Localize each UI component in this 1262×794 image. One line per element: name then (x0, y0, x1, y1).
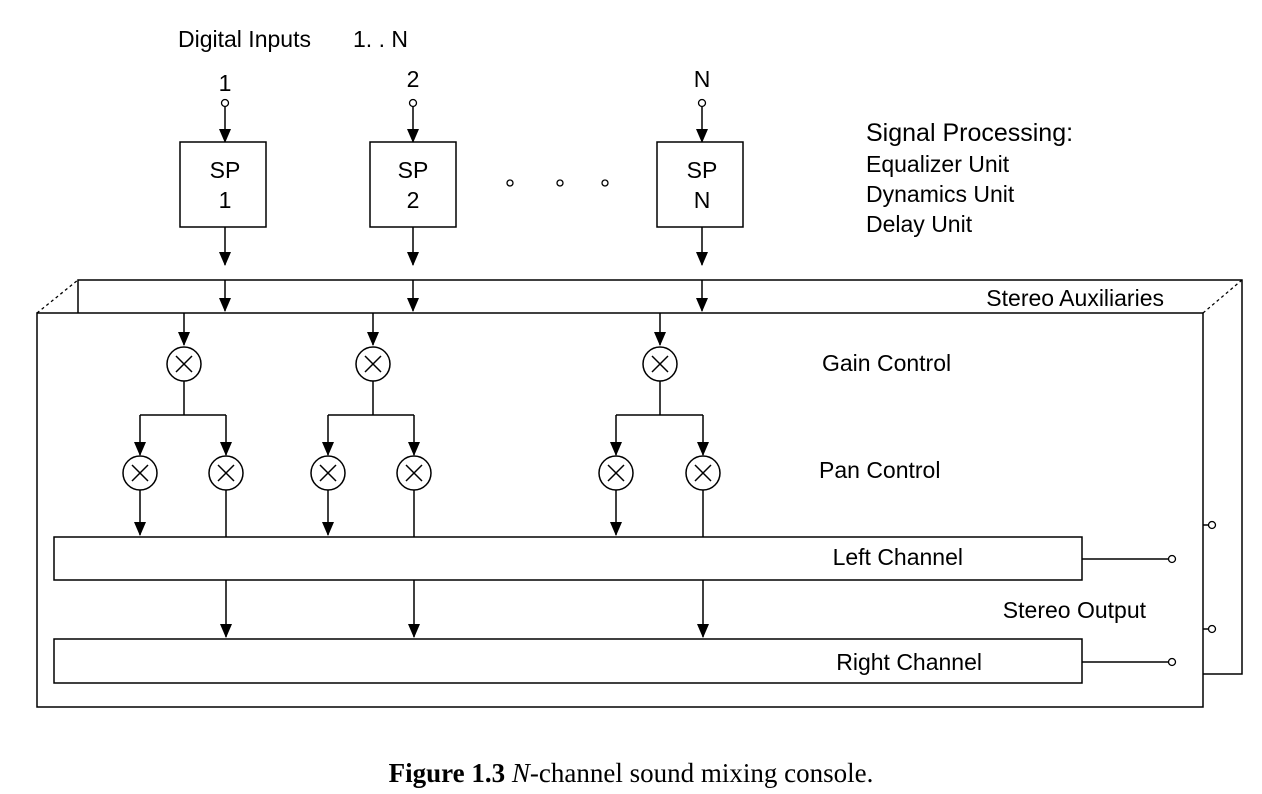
pan-multiplier-n-right (685, 455, 721, 491)
sp-box-1-label: SP (210, 157, 241, 183)
sp-box-2 (369, 141, 457, 228)
signal-processing-title: Signal Processing: (866, 119, 1073, 147)
sp-box-n-number: N (694, 187, 711, 213)
ellipsis-dots (506, 179, 609, 187)
sp-box-1 (179, 141, 267, 228)
digital-inputs-label: Digital Inputs (178, 26, 311, 52)
gain-multiplier-n (642, 346, 678, 382)
sp-output-arrows (219, 227, 708, 312)
digital-inputs-range: 1. . N (353, 26, 408, 52)
input-terminals (219, 98, 708, 143)
gain-feed-arrows (178, 313, 666, 346)
stereo-output-label: Stereo Output (1003, 597, 1147, 623)
sp-box-2-label: SP (398, 157, 429, 183)
equalizer-unit-label: Equalizer Unit (866, 151, 1010, 177)
pan-multiplier-1-left (122, 455, 158, 491)
gain-multiplier-1 (166, 346, 202, 382)
input-label-n: N (694, 66, 711, 92)
pan-multiplier-n-left (598, 455, 634, 491)
caption-italic-n: N (511, 758, 532, 788)
pan-multiplier-2-left (310, 455, 346, 491)
sp-box-2-number: 2 (407, 187, 420, 213)
stereo-auxiliaries-panel (36, 279, 1243, 675)
stereo-auxiliaries-label: Stereo Auxiliaries (986, 285, 1164, 311)
input-label-1: 1 (219, 70, 232, 96)
pan-control-label: Pan Control (819, 457, 940, 483)
gain-multiplier-2 (355, 346, 391, 382)
figure-caption: Figure 1.3 N-channel sound mixing consol… (389, 758, 874, 788)
caption-text: -channel sound mixing console. (530, 758, 873, 788)
right-channel-label: Right Channel (836, 649, 982, 675)
pan-multiplier-1-right (208, 455, 244, 491)
pan-multiplier-2-right (396, 455, 432, 491)
right-channel-bus (53, 638, 1083, 684)
left-channel-label: Left Channel (833, 544, 963, 570)
input-label-2: 2 (407, 66, 420, 92)
pan-split-lines (134, 381, 709, 456)
delay-unit-label: Delay Unit (866, 211, 973, 237)
sp-box-n (656, 141, 744, 228)
sp-box-n-label: SP (687, 157, 718, 183)
dynamics-unit-label: Dynamics Unit (866, 181, 1015, 207)
caption-figure-number: Figure 1.3 (389, 758, 506, 788)
stereo-output-terminals (1082, 520, 1217, 667)
sp-box-1-number: 1 (219, 187, 232, 213)
gain-control-label: Gain Control (822, 350, 951, 376)
left-channel-arrows (134, 490, 622, 536)
